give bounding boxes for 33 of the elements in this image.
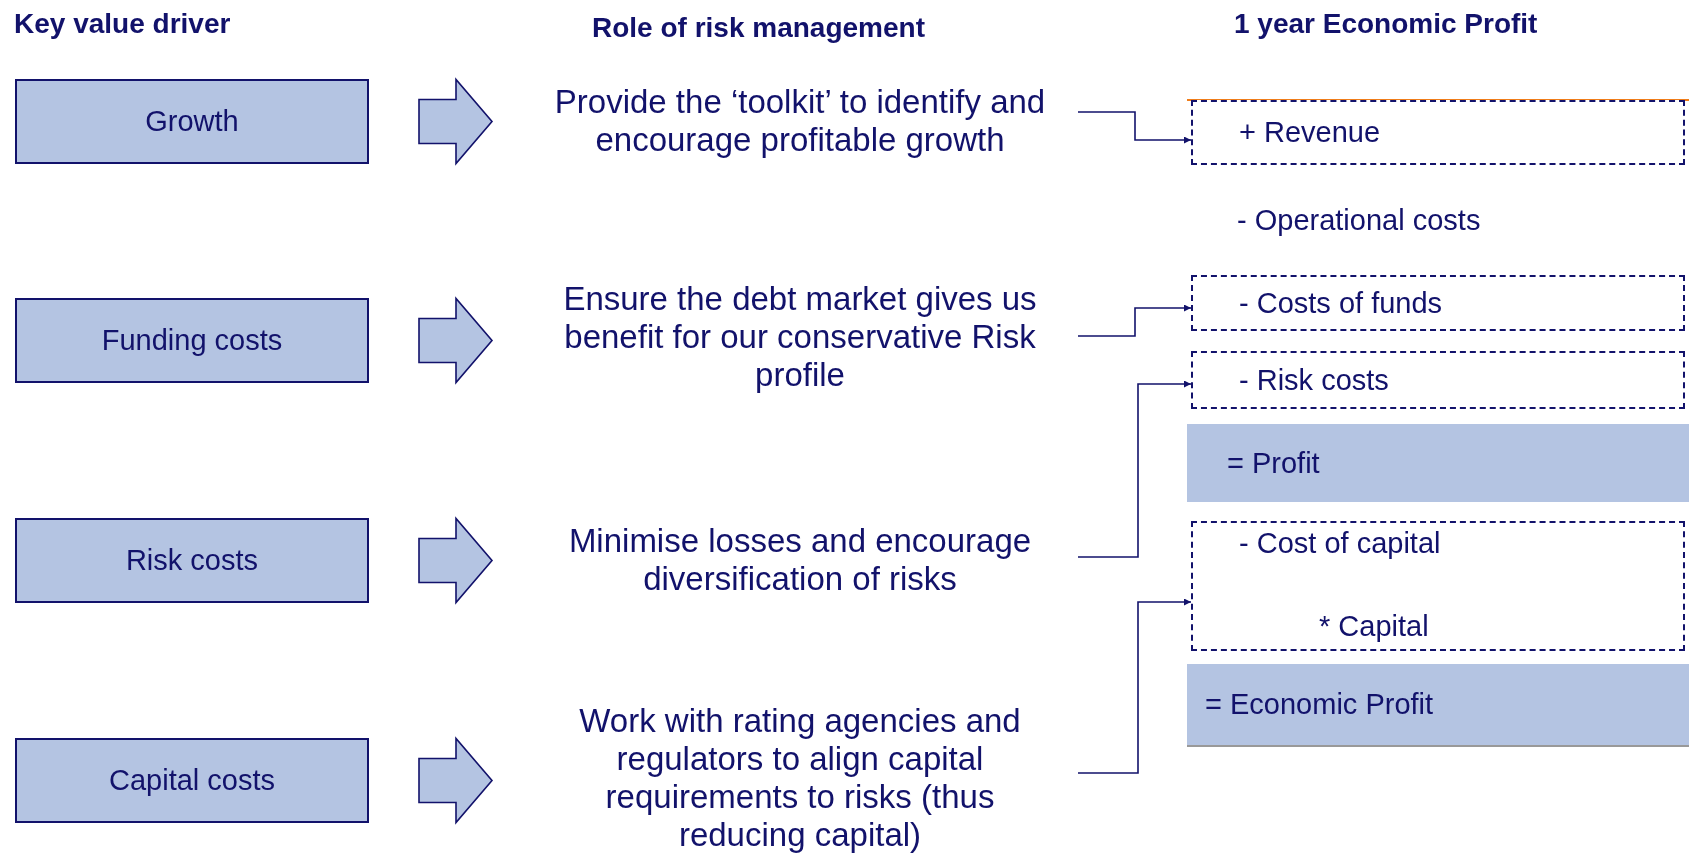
profit-line-text: - Cost of capital: [1239, 527, 1442, 560]
block-arrow: [418, 516, 494, 605]
role-description: Ensure the debt market gives us benefit for our conservative Risk profile: [562, 280, 1038, 394]
connector-arrow: [1077, 111, 1192, 144]
column-heading: 1 year Economic Profit: [1234, 8, 1538, 40]
profit-line-text: = Profit: [1227, 446, 1320, 480]
profit-line-text: - Costs of funds: [1239, 286, 1443, 320]
role-description: Work with rating agencies and regulators to align capital requirements to risks (thus reducing capital): [578, 702, 1022, 854]
total-bar: [1187, 664, 1689, 745]
block-arrow: [418, 296, 494, 385]
role-description: Provide the ‘toolkit’ to identify and encourage profitable growth: [553, 83, 1047, 159]
column-heading: Key value driver: [14, 8, 231, 40]
total-bar: [1187, 424, 1689, 502]
driver-label: Funding costs: [101, 324, 283, 357]
driver-label: Capital costs: [109, 764, 275, 797]
connector-arrow: [1077, 380, 1192, 558]
block-arrow: [418, 77, 494, 166]
profit-line-text: = Economic Profit: [1205, 688, 1434, 721]
driver-box: [15, 518, 369, 603]
driver-box: [15, 79, 369, 164]
role-description: Minimise losses and encourage diversification of risks: [567, 522, 1033, 598]
connector-arrow: [1077, 598, 1192, 774]
driver-box: [15, 298, 369, 383]
block-arrow: [418, 736, 494, 825]
driver-label: Growth: [145, 105, 239, 138]
column-heading: Role of risk management: [592, 12, 925, 44]
profit-line-text: - Operational costs: [1237, 204, 1481, 237]
connector-arrow: [1077, 304, 1192, 337]
profit-line-text: * Capital: [1318, 610, 1430, 643]
driver-box: [15, 738, 369, 823]
driver-label: Risk costs: [125, 544, 259, 577]
profit-line-text: - Risk costs: [1239, 363, 1389, 397]
profit-line-text: + Revenue: [1239, 116, 1381, 149]
